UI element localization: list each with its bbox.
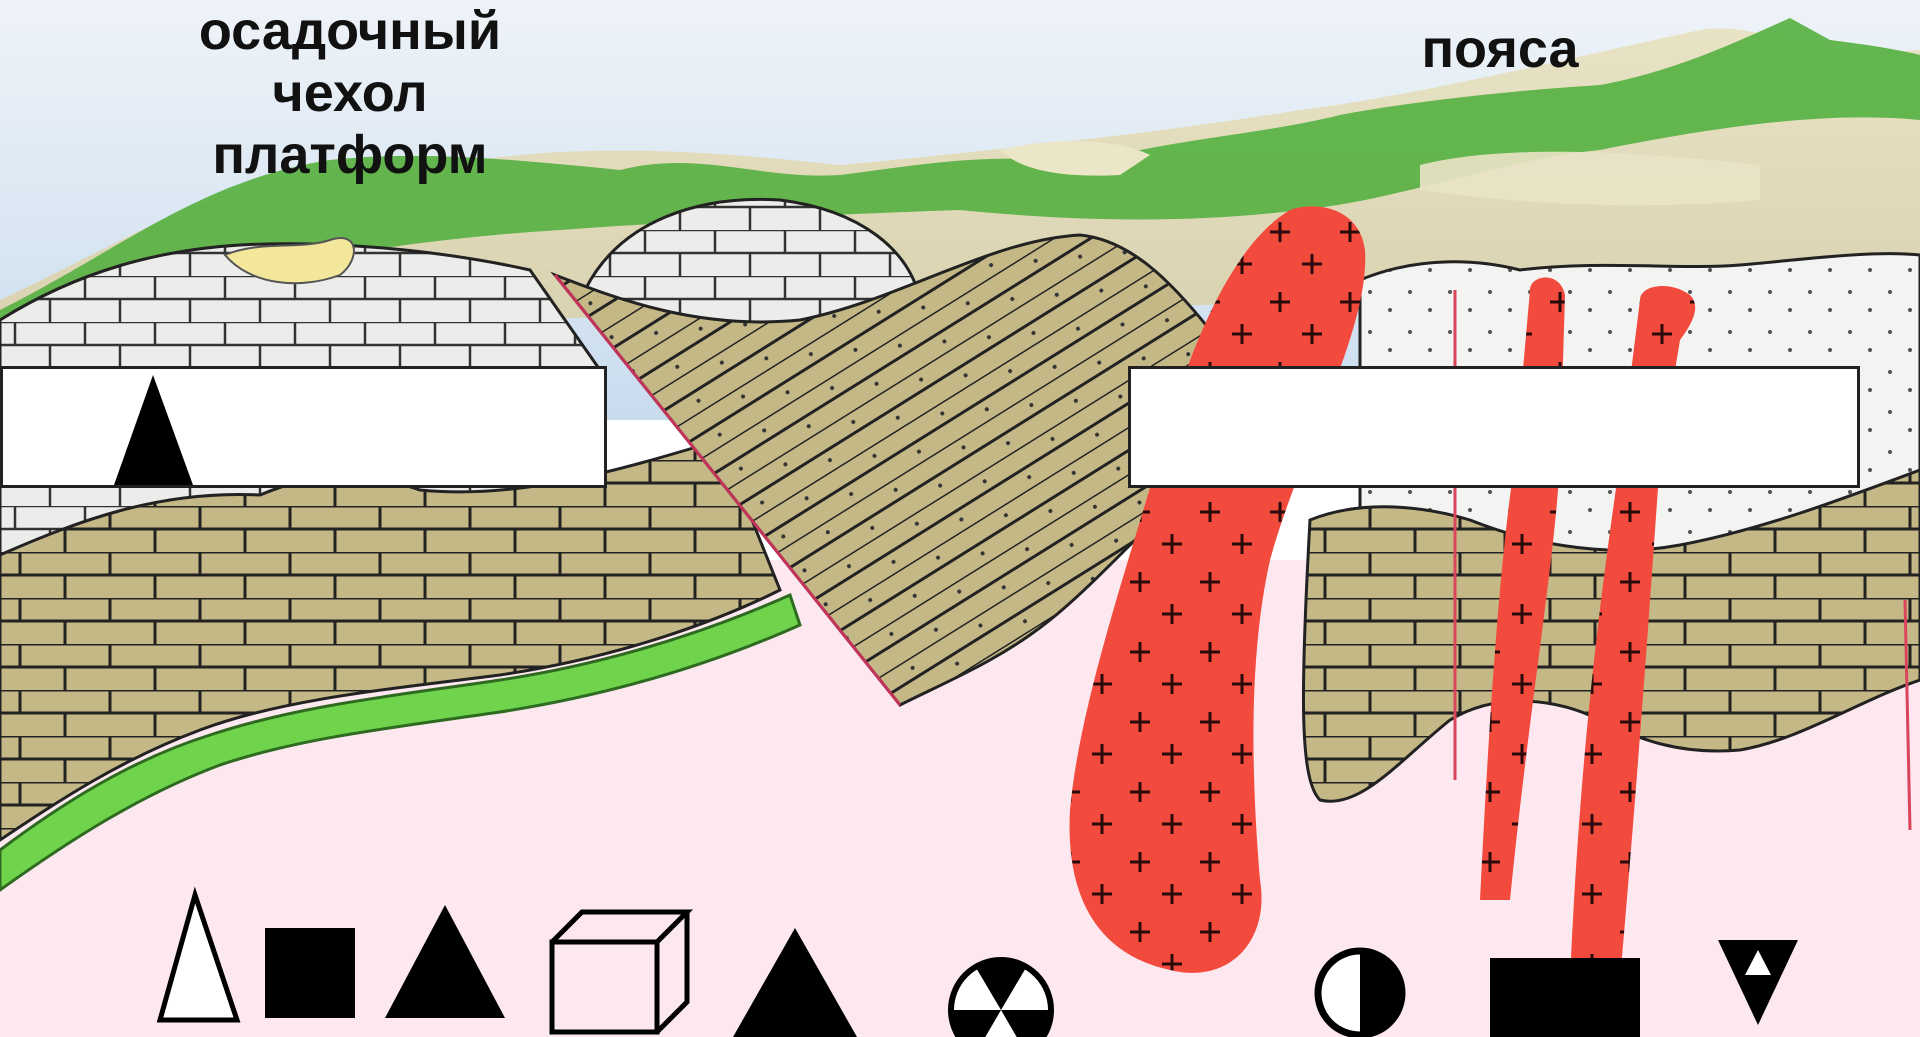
filled-triangle-marker-icon: [111, 373, 196, 485]
half-filled-circle-icon: [1318, 951, 1402, 1035]
sediment-cover-label: осадочный чехол платформ: [120, 0, 580, 186]
sediment-cover-label-line2: платформ: [120, 124, 580, 186]
answer-box-left[interactable]: [0, 366, 607, 488]
filled-rectangle-icon: [1490, 958, 1640, 1037]
filled-square-icon: [265, 928, 355, 1018]
radiation-trefoil-icon: [951, 959, 1051, 1037]
answer-box-right[interactable]: [1128, 366, 1860, 488]
belts-label: пояса: [1370, 18, 1630, 80]
sediment-cover-label-line1: осадочный чехол: [120, 0, 580, 124]
